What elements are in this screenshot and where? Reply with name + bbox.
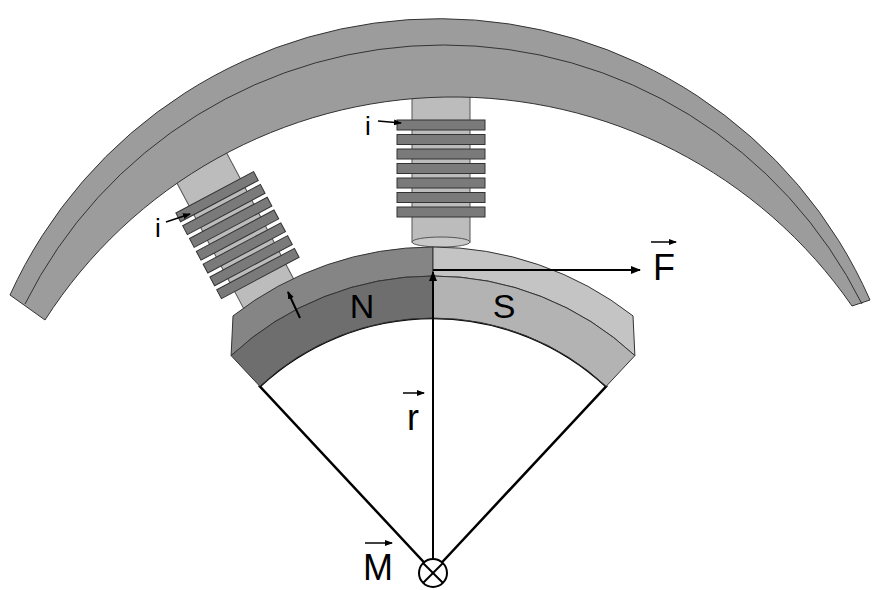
pole-label: N	[350, 289, 375, 323]
attraction-arrow	[288, 292, 300, 318]
into-page-symbol	[419, 559, 447, 587]
radius-vector	[432, 272, 434, 560]
vector-label: M	[363, 550, 393, 586]
force-vector	[433, 269, 640, 271]
current-arrow	[378, 121, 401, 123]
vector-label: F	[653, 250, 675, 286]
vector-accent	[403, 392, 424, 394]
current-label: i	[155, 215, 161, 241]
current-label: i	[365, 113, 371, 139]
vector-accent	[651, 241, 676, 243]
vector-label: r	[407, 400, 419, 436]
pole-label: S	[493, 289, 516, 323]
vector-accent	[365, 542, 392, 544]
current-arrow	[166, 214, 190, 222]
